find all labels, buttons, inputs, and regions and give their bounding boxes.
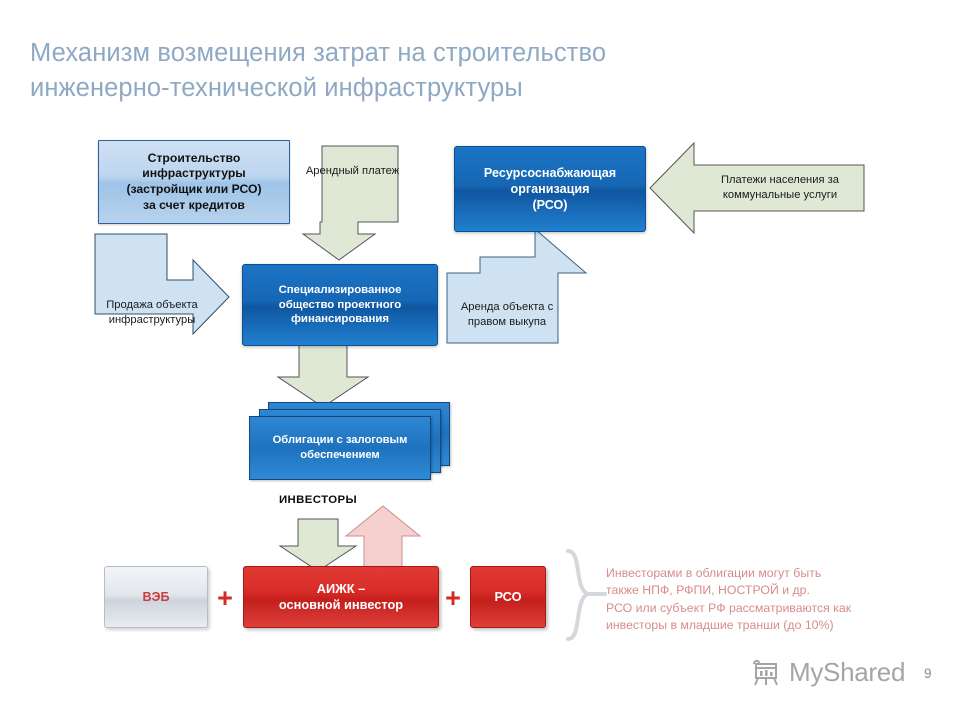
box-construction-label: Строительство инфраструктуры (застройщик… [126,150,262,212]
bond-card-label: Облигации с залоговым обеспечением [272,434,408,461]
box-construction[interactable]: Строительство инфраструктуры (застройщик… [98,140,290,224]
page-number: 9 [924,666,932,681]
arrow-rent-payment-shape [301,145,399,261]
watermark-text: MyShared [789,657,906,687]
box-sopf[interactable]: Специализированное общество проектного ф… [242,264,438,346]
investors-label: ИНВЕСТОРЫ [278,494,358,506]
box-sopf-label: Специализированное общество проектного ф… [278,284,402,326]
grouping-brace [566,549,607,641]
arrow-lease-buyout-label: Аренда объекта с правом выкупа [460,300,554,328]
box-rso-bottom-label: РСО [494,588,522,604]
arrow-rent-payment-label: Арендный платеж [305,165,400,178]
box-veb[interactable]: ВЭБ [104,566,208,628]
box-rso-top[interactable]: Ресурсоснабжающая организация (РСО) [454,146,646,232]
box-rso-bottom[interactable]: РСО [470,566,546,628]
arrow-aizhk-to-investors [344,505,422,569]
box-veb-label: ВЭБ [142,589,170,604]
page-title: Механизм возмещения затрат на строительс… [30,39,607,103]
arrow-population-payments-label: Платежи населения за коммунальные услуги [720,173,840,201]
box-aizhk-label: АИЖК – основной инвестор [278,580,404,612]
plus-sign-2: + [445,583,461,613]
bond-card-front[interactable]: Облигации с залоговым обеспечением [249,416,431,480]
arrow-lease-buyout-shape [446,227,588,344]
box-rso-top-label: Ресурсоснабжающая организация (РСО) [483,165,617,213]
projector-chart-icon [753,659,778,685]
watermark: MyShared [752,657,905,688]
arrow-sopf-to-bonds [276,344,370,408]
box-aizhk[interactable]: АИЖК – основной инвестор [243,566,439,628]
arrow-population-payments-shape [649,141,865,235]
arrow-infrastructure-sale-shape [94,233,230,336]
plus-sign-1: + [217,583,233,613]
investors-note: Инвесторами в облигации могут быть также… [606,566,852,633]
arrow-investors-to-aizhk [278,518,358,572]
arrow-infrastructure-sale-label: Продажа объекта инфраструктуры [106,298,198,326]
